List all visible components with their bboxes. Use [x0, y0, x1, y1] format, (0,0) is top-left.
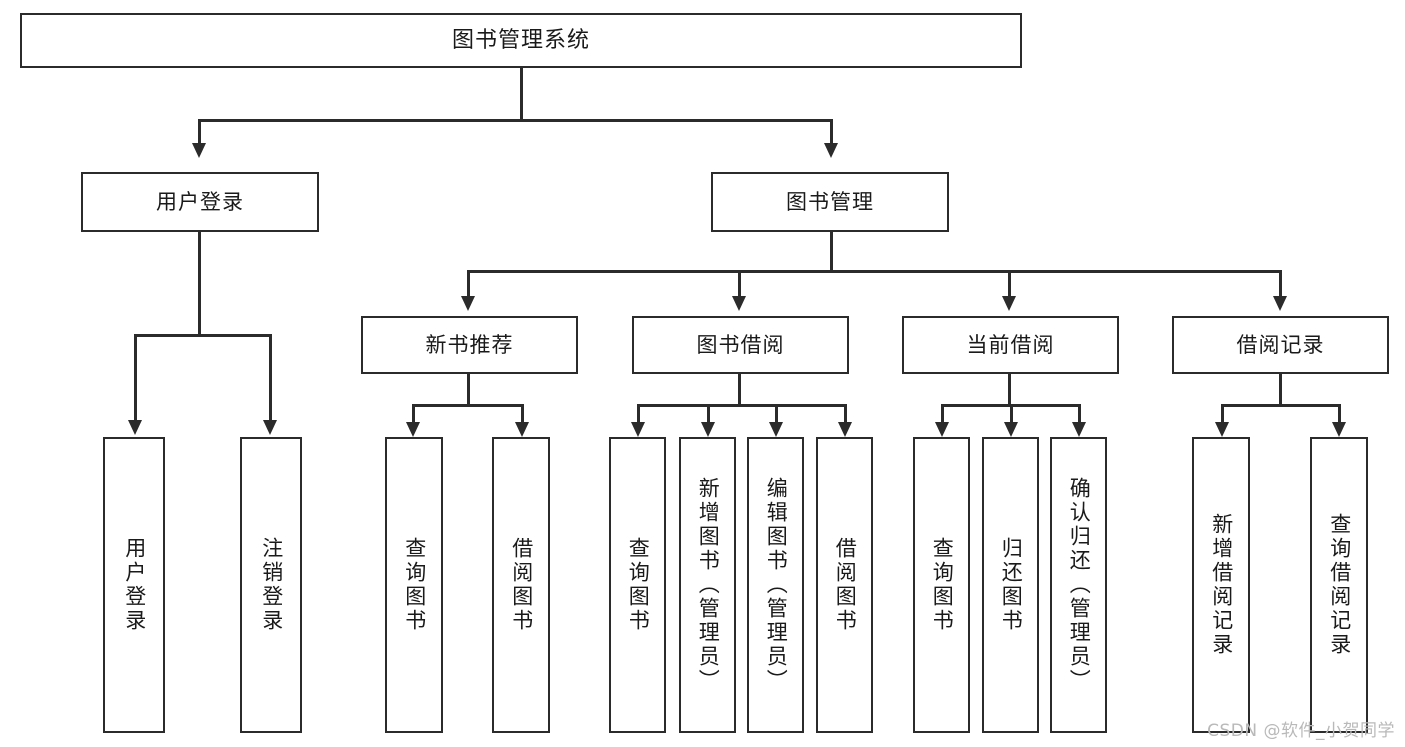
- connector-book-management-stem: [830, 232, 833, 272]
- node-new-book-recommend[interactable]: 新书推荐: [361, 316, 578, 374]
- arrowhead-current-borrow-leaf-2: [1004, 422, 1018, 437]
- node-book-management[interactable]: 图书管理: [711, 172, 949, 232]
- node-label: 注销登录: [259, 537, 284, 633]
- connector-book-borrow-stem: [738, 374, 741, 406]
- arrowhead-borrow-record-leaf-2: [1332, 422, 1346, 437]
- leaf-current-borrow-confirm-return-admin[interactable]: 确认归还（管理员）: [1050, 437, 1107, 733]
- arrowhead-root-to-user-login: [192, 143, 206, 158]
- connector-new-book-to-leaf-1: [412, 404, 415, 424]
- connector-user-login-to-leaf-2: [269, 334, 272, 422]
- leaf-book-borrow-borrow-book[interactable]: 借阅图书: [816, 437, 873, 733]
- leaf-current-borrow-query-book[interactable]: 查询图书: [913, 437, 970, 733]
- leaf-current-borrow-return-book[interactable]: 归还图书: [982, 437, 1039, 733]
- arrowhead-book-borrow-leaf-2: [701, 422, 715, 437]
- connector-user-login-stem: [198, 232, 201, 336]
- arrowhead-book-borrow-leaf-4: [838, 422, 852, 437]
- connector-book-borrow-to-leaf-2: [707, 404, 710, 424]
- node-user-login[interactable]: 用户登录: [81, 172, 319, 232]
- leaf-new-book-borrow-book[interactable]: 借阅图书: [492, 437, 550, 733]
- arrowhead-bm-to-borrow-record: [1273, 296, 1287, 311]
- connector-bm-to-book-borrow: [738, 270, 741, 298]
- connector-new-book-to-leaf-2: [521, 404, 524, 424]
- node-book-borrow[interactable]: 图书借阅: [632, 316, 849, 374]
- arrowhead-new-book-leaf-1: [406, 422, 420, 437]
- node-label: 编辑图书（管理员）: [764, 477, 789, 693]
- arrowhead-current-borrow-leaf-1: [935, 422, 949, 437]
- node-label: 图书借阅: [696, 332, 785, 357]
- leaf-borrow-record-add-record[interactable]: 新增借阅记录: [1192, 437, 1250, 733]
- arrowhead-root-to-book-management: [824, 143, 838, 158]
- leaf-borrow-record-query-record[interactable]: 查询借阅记录: [1310, 437, 1368, 733]
- connector-root-to-user-login: [198, 119, 201, 145]
- arrowhead-new-book-leaf-2: [515, 422, 529, 437]
- node-label: 用户登录: [122, 537, 147, 633]
- node-borrow-record[interactable]: 借阅记录: [1172, 316, 1389, 374]
- connector-new-book-stem: [467, 374, 470, 406]
- node-label: 新增图书（管理员）: [696, 477, 721, 693]
- connector-user-login-split-bar: [134, 334, 271, 337]
- connector-book-borrow-to-leaf-3: [775, 404, 778, 424]
- node-label: 查询图书: [626, 537, 651, 633]
- connector-bm-to-current-borrow: [1008, 270, 1011, 298]
- leaf-new-book-query-book[interactable]: 查询图书: [385, 437, 443, 733]
- node-root-book-management-system[interactable]: 图书管理系统: [20, 13, 1022, 68]
- node-label: 新书推荐: [425, 332, 514, 357]
- node-label: 查询图书: [402, 537, 427, 633]
- connector-book-borrow-to-leaf-1: [637, 404, 640, 424]
- connector-current-borrow-to-leaf-1: [941, 404, 944, 424]
- connector-root-to-book-management: [830, 119, 833, 145]
- arrowhead-user-login-leaf-1: [128, 420, 142, 435]
- connector-bm-to-borrow-record: [1279, 270, 1282, 298]
- arrowhead-book-borrow-leaf-3: [769, 422, 783, 437]
- node-label: 归还图书: [999, 537, 1024, 633]
- connector-current-borrow-stem: [1008, 374, 1011, 406]
- node-label: 图书管理系统: [451, 27, 590, 53]
- leaf-book-borrow-edit-book-admin[interactable]: 编辑图书（管理员）: [747, 437, 804, 733]
- node-label: 确认归还（管理员）: [1067, 477, 1092, 693]
- node-current-borrow[interactable]: 当前借阅: [902, 316, 1119, 374]
- arrowhead-bm-to-current-borrow: [1002, 296, 1016, 311]
- node-label: 查询借阅记录: [1327, 513, 1352, 657]
- connector-book-management-split-bar: [467, 270, 1282, 273]
- node-label: 借阅图书: [833, 537, 858, 633]
- node-label: 查询图书: [930, 537, 955, 633]
- connector-root-stem: [520, 68, 523, 121]
- arrowhead-bm-to-new-book: [461, 296, 475, 311]
- connector-new-book-split-bar: [412, 404, 524, 407]
- arrowhead-book-borrow-leaf-1: [631, 422, 645, 437]
- node-label: 用户登录: [156, 189, 244, 214]
- arrowhead-current-borrow-leaf-3: [1072, 422, 1086, 437]
- connector-book-borrow-to-leaf-4: [844, 404, 847, 424]
- leaf-user-login-logout[interactable]: 注销登录: [240, 437, 302, 733]
- node-label: 图书管理: [786, 189, 874, 214]
- connector-user-login-to-leaf-1: [134, 334, 137, 422]
- connector-book-borrow-split-bar: [637, 404, 847, 407]
- connector-bm-to-new-book: [467, 270, 470, 298]
- leaf-book-borrow-add-book-admin[interactable]: 新增图书（管理员）: [679, 437, 736, 733]
- arrowhead-borrow-record-leaf-1: [1215, 422, 1229, 437]
- connector-root-split-bar: [198, 119, 832, 122]
- leaf-book-borrow-query-book[interactable]: 查询图书: [609, 437, 666, 733]
- node-label: 借阅记录: [1236, 332, 1325, 357]
- connector-borrow-record-stem: [1279, 374, 1282, 406]
- csdn-watermark: CSDN @软件_小贺同学: [1207, 721, 1395, 741]
- connector-borrow-record-to-leaf-1: [1221, 404, 1224, 424]
- node-label: 当前借阅: [966, 332, 1055, 357]
- connector-current-borrow-to-leaf-3: [1078, 404, 1081, 424]
- connector-borrow-record-split-bar: [1221, 404, 1340, 407]
- arrowhead-bm-to-book-borrow: [732, 296, 746, 311]
- arrowhead-user-login-leaf-2: [263, 420, 277, 435]
- leaf-user-login-login[interactable]: 用户登录: [103, 437, 165, 733]
- node-label: 借阅图书: [509, 537, 534, 633]
- connector-borrow-record-to-leaf-2: [1338, 404, 1341, 424]
- node-label: 新增借阅记录: [1209, 513, 1234, 657]
- connector-current-borrow-to-leaf-2: [1010, 404, 1013, 424]
